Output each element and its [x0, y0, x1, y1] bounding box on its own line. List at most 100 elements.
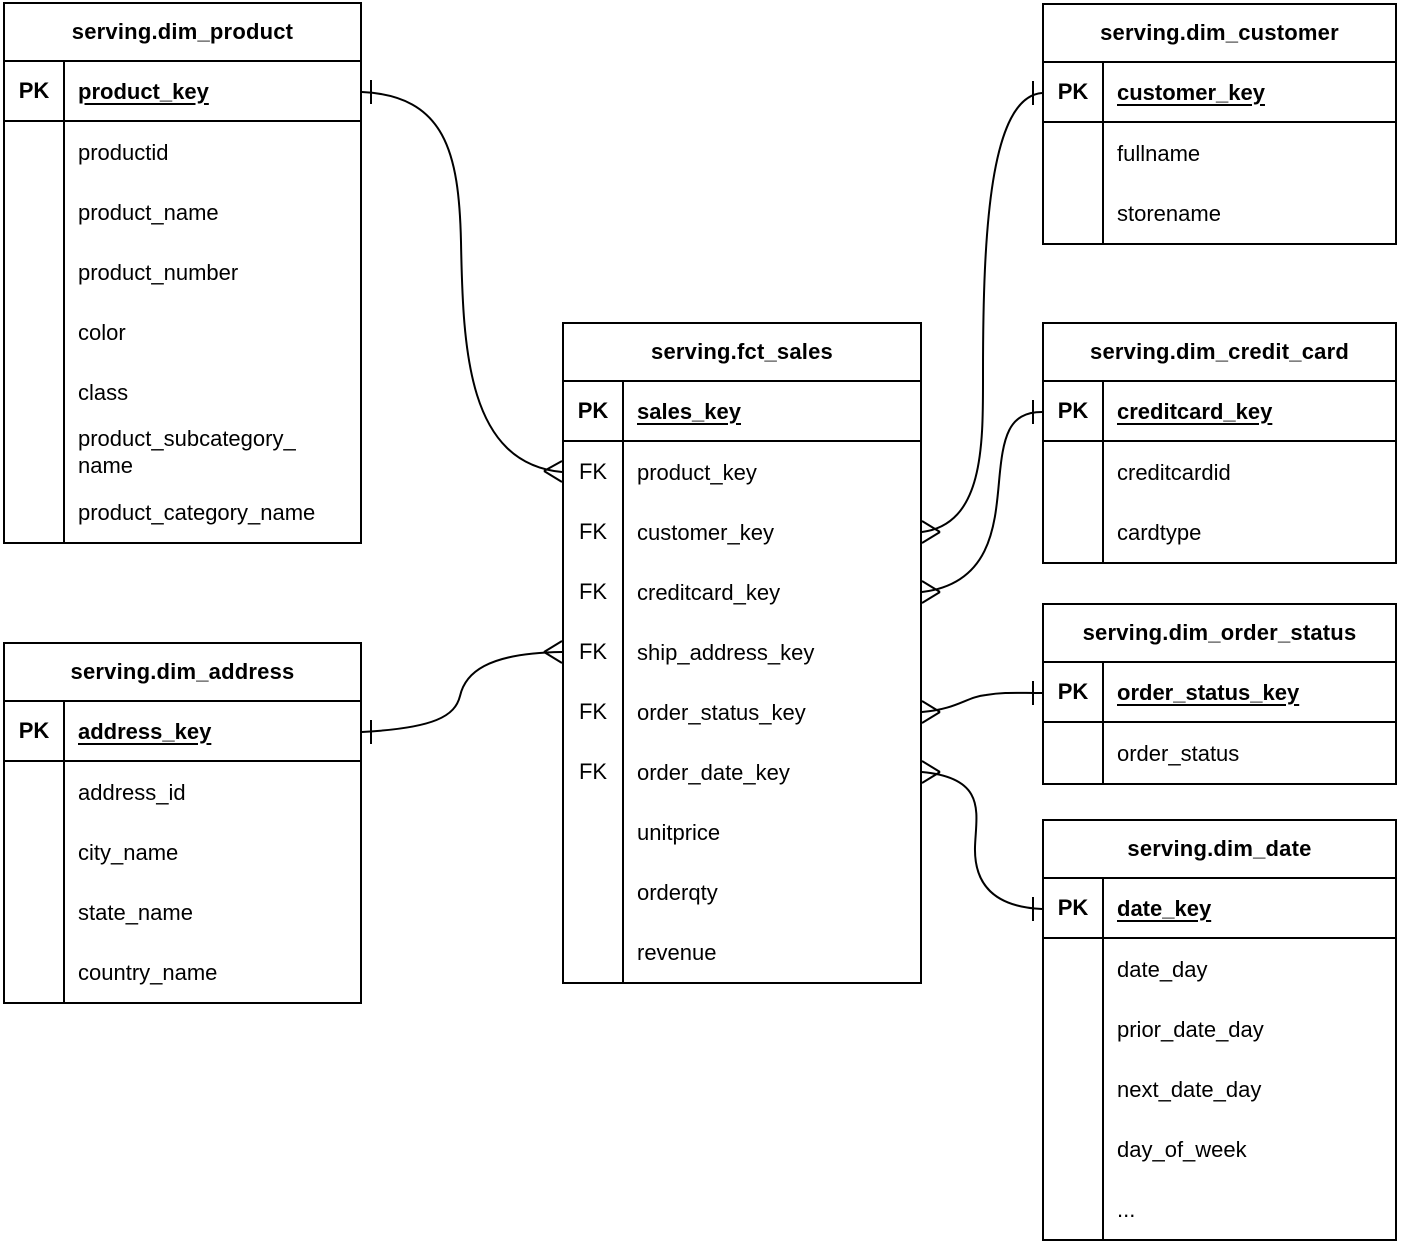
- key-badge: [1044, 1059, 1104, 1119]
- relation-line: [361, 91, 563, 473]
- key-badge: [5, 362, 65, 422]
- table-title: serving.dim_order_status: [1044, 605, 1395, 663]
- key-badge: [1044, 442, 1104, 502]
- key-badge: [1044, 183, 1104, 243]
- pk-field-name: sales_key: [637, 398, 741, 424]
- pk-field-name: order_status_key: [1117, 679, 1300, 705]
- key-badge: [5, 882, 65, 942]
- key-badge: [1044, 1119, 1104, 1179]
- fk-badge: FK: [564, 682, 624, 742]
- crow-foot-prong: [921, 771, 941, 784]
- table-row: unitprice: [564, 802, 920, 862]
- relation-line: [921, 92, 1043, 533]
- key-badge: [1044, 723, 1104, 783]
- field-name: class: [78, 379, 129, 405]
- key-badge: [5, 182, 65, 242]
- table-row: creditcardid: [1044, 442, 1395, 502]
- crow-foot-prong: [921, 711, 941, 724]
- pk-badge: PK: [1044, 879, 1104, 937]
- key-badge: [1044, 999, 1104, 1059]
- crow-foot-prong: [543, 460, 563, 472]
- field-name: country_name: [78, 959, 218, 985]
- pk-field-name: creditcard_key: [1117, 398, 1273, 424]
- table-row: product_name: [5, 182, 360, 242]
- table-row-pk: PK sales_key: [564, 382, 920, 442]
- table-row: country_name: [5, 942, 360, 1002]
- table-title: serving.dim_customer: [1044, 5, 1395, 63]
- crow-foot-prong: [921, 700, 941, 713]
- key-badge: [5, 762, 65, 822]
- field-name: revenue: [637, 939, 717, 965]
- table-dim-address: serving.dim_address PK address_key addre…: [3, 642, 362, 1004]
- pk-field-name: product_key: [78, 78, 209, 104]
- table-row-pk: PK creditcard_key: [1044, 382, 1395, 442]
- field-name: order_status_key: [637, 699, 806, 725]
- relation-line: [921, 411, 1043, 593]
- field-name: product_key: [637, 459, 757, 485]
- relation-line: [921, 771, 1043, 910]
- field-name: storename: [1117, 200, 1221, 226]
- table-row: state_name: [5, 882, 360, 942]
- crow-foot-prong: [921, 580, 941, 593]
- relation-fct-sales-dim-order-status: [921, 681, 1043, 724]
- field-name: color: [78, 319, 126, 345]
- table-row: date_day: [1044, 939, 1395, 999]
- fk-badge: FK: [564, 622, 624, 682]
- crow-foot-prong: [543, 470, 563, 483]
- relation-fct-sales-dim-product: [361, 80, 563, 483]
- table-row: class: [5, 362, 360, 422]
- pk-field-name: customer_key: [1117, 79, 1265, 105]
- key-badge: [1044, 939, 1104, 999]
- table-row: orderqty: [564, 862, 920, 922]
- field-name: prior_date_day: [1117, 1016, 1264, 1042]
- field-name: orderqty: [637, 879, 718, 905]
- crow-foot-prong: [921, 760, 941, 773]
- table-dim-customer: serving.dim_customer PK customer_key ful…: [1042, 3, 1397, 245]
- relation-fct-sales-dim-address: [361, 640, 563, 744]
- table-row: FK ship_address_key: [564, 622, 920, 682]
- table-row: address_id: [5, 762, 360, 822]
- fk-badge: FK: [564, 442, 624, 502]
- pk-badge: PK: [564, 382, 624, 440]
- table-row: fullname: [1044, 123, 1395, 183]
- pk-badge: PK: [5, 62, 65, 120]
- relation-fct-sales-dim-credit-card: [921, 400, 1043, 604]
- key-badge: [1044, 123, 1104, 183]
- table-dim-credit-card: serving.dim_credit_card PK creditcard_ke…: [1042, 322, 1397, 564]
- field-name: creditcard_key: [637, 579, 781, 605]
- table-row: FK order_status_key: [564, 682, 920, 742]
- key-badge: [564, 802, 624, 862]
- relation-fct-sales-dim-date: [921, 760, 1043, 921]
- table-row-pk: PK date_key: [1044, 879, 1395, 939]
- table-row: cardtype: [1044, 502, 1395, 562]
- key-badge: [5, 942, 65, 1002]
- table-title: serving.fct_sales: [564, 324, 920, 382]
- table-title: serving.dim_date: [1044, 821, 1395, 879]
- relation-line: [361, 651, 563, 733]
- table-title: serving.dim_product: [5, 4, 360, 62]
- key-badge: [564, 862, 624, 922]
- table-row: order_status: [1044, 723, 1395, 783]
- field-name: address_id: [78, 779, 186, 805]
- key-badge: [5, 422, 65, 482]
- pk-field-name: date_key: [1117, 895, 1212, 921]
- table-fct-sales: serving.fct_sales PK sales_key FK produc…: [562, 322, 922, 984]
- key-badge: [5, 482, 65, 542]
- table-row: prior_date_day: [1044, 999, 1395, 1059]
- table-row-pk: PK address_key: [5, 702, 360, 762]
- table-row: ...: [1044, 1179, 1395, 1239]
- table-row-pk: PK customer_key: [1044, 63, 1395, 123]
- field-name: creditcardid: [1117, 459, 1231, 485]
- table-title: serving.dim_credit_card: [1044, 324, 1395, 382]
- pk-badge: PK: [5, 702, 65, 760]
- table-row-pk: PK order_status_key: [1044, 663, 1395, 723]
- field-name: city_name: [78, 839, 179, 865]
- table-row: product_category_name: [5, 482, 360, 542]
- pk-field-name: address_key: [78, 718, 212, 744]
- crow-foot-prong: [543, 640, 563, 653]
- key-badge: [5, 822, 65, 882]
- table-row: next_date_day: [1044, 1059, 1395, 1119]
- field-name: day_of_week: [1117, 1136, 1247, 1162]
- field-name: order_date_key: [637, 759, 790, 785]
- field-name: ...: [1117, 1196, 1136, 1222]
